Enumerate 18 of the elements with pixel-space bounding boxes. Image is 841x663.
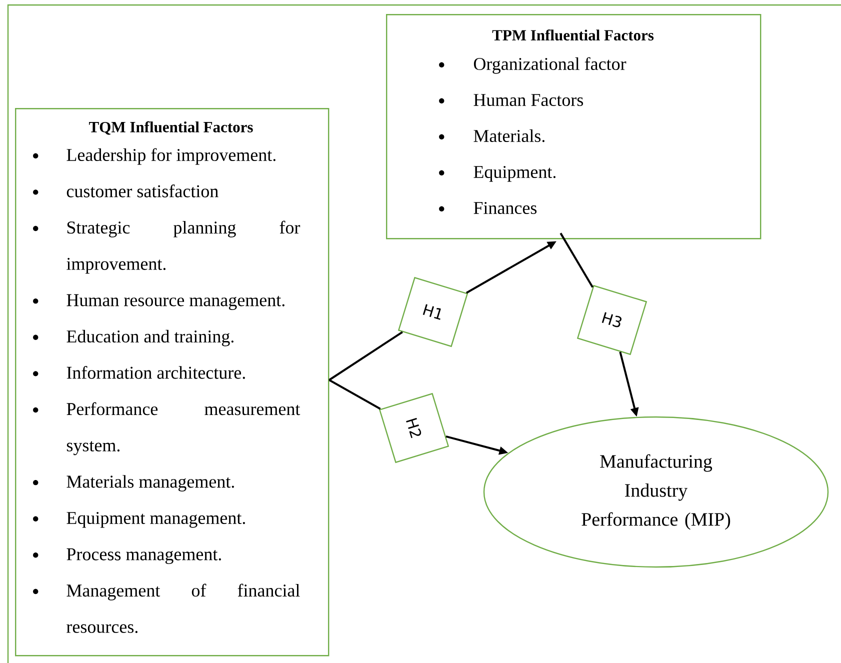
list-item: Materials management.: [66, 475, 234, 492]
list-item: Materials.: [474, 129, 544, 142]
list-item: Leadership for improvement.: [66, 148, 276, 165]
box-heading: TQM Influential Factors: [89, 121, 253, 135]
list-item: Organizational factor: [474, 57, 626, 74]
list-item: customer satisfaction: [66, 184, 218, 198]
list-item: Strategic planning for improvement.: [66, 220, 300, 274]
list-item: Information architecture.: [66, 366, 245, 379]
box-heading: TPM Influential Factors: [492, 29, 654, 41]
list-item: Process management.: [66, 548, 221, 564]
list-item: Performance measurement system.: [66, 402, 300, 456]
list-item: Human Factors: [474, 94, 584, 106]
list-item: Finances: [474, 202, 537, 214]
list-item: Equipment management.: [66, 512, 245, 528]
list-item: Education and training.: [66, 330, 234, 346]
list-item: Human resource management.: [66, 294, 284, 310]
list-item: Equipment.: [474, 166, 556, 182]
list-item: Management of financial resources.: [66, 584, 300, 633]
